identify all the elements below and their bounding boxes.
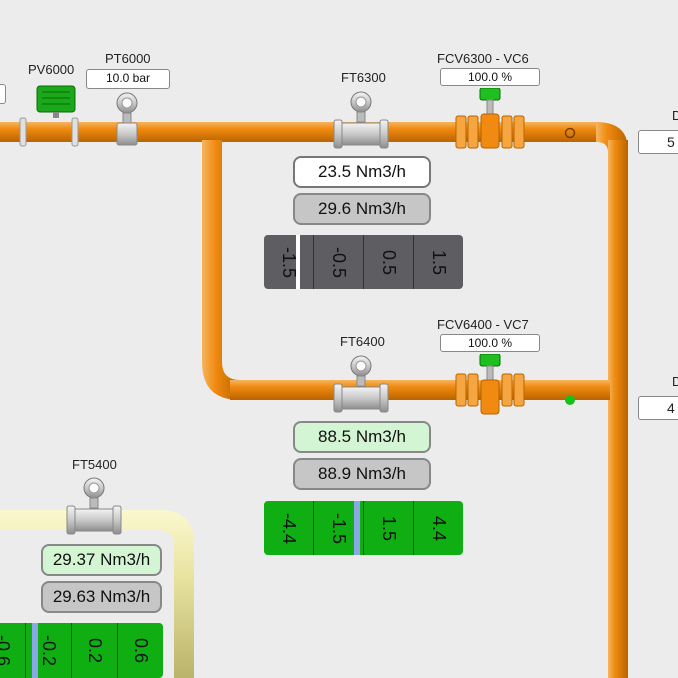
pt6000-value[interactable]: 10.0 bar xyxy=(86,69,170,89)
yellow-pipe xyxy=(0,510,194,678)
fcv6400-output[interactable]: 100.0 % xyxy=(440,334,540,352)
right-edge-top-value[interactable]: 5 xyxy=(638,130,678,154)
pressure-transmitter-icon[interactable] xyxy=(112,92,142,148)
ft5400-tag: FT5400 xyxy=(72,457,117,472)
ft5400-deviation-marker xyxy=(32,623,38,678)
control-valve-fcv6400-icon[interactable] xyxy=(476,353,504,416)
ft6400-scale-tick: 1.5 xyxy=(363,501,413,555)
ft6300-scale-tick: 1.5 xyxy=(413,235,463,289)
ft6300-deviation-marker xyxy=(296,235,300,289)
control-valve-fcv6300-icon[interactable] xyxy=(476,87,504,150)
ft6300-setpoint-value[interactable]: 29.6 Nm3/h xyxy=(293,193,431,225)
ft6400-scale-tick: -1.5 xyxy=(313,501,363,555)
ft5400-deviation-bar: -0.6 -0.2 0.2 0.6 xyxy=(0,623,163,678)
ft5400-setpoint-value[interactable]: 29.63 Nm3/h xyxy=(41,581,162,613)
ft5400-scale-tick: 0.2 xyxy=(71,623,117,678)
ft6300-scale-tick: -1.5 xyxy=(279,246,299,278)
fcv6400-tag: FCV6400 - VC7 xyxy=(437,317,529,332)
ft6400-process-value[interactable]: 88.5 Nm3/h xyxy=(293,421,431,453)
ft6400-scale-tick: 4.4 xyxy=(413,501,463,555)
ft6400-setpoint-value[interactable]: 88.9 Nm3/h xyxy=(293,458,431,490)
ft6300-tag: FT6300 xyxy=(341,70,386,85)
pt6000-tag: PT6000 xyxy=(105,51,151,66)
ft6300-scale-tick: -0.5 xyxy=(313,235,363,289)
left-edge-value-box[interactable] xyxy=(0,84,6,104)
ft5400-scale-tick: -0.2 xyxy=(25,623,71,678)
fcv6300-output[interactable]: 100.0 % xyxy=(440,68,540,86)
right-edge-bottom-tag: D xyxy=(672,374,678,389)
ft5400-scale-tick: 0.6 xyxy=(117,623,163,678)
ft5400-scale-tick: -0.6 xyxy=(0,634,13,667)
flow-transmitter-ft6300-icon[interactable] xyxy=(332,91,392,149)
flow-transmitter-ft5400-icon[interactable] xyxy=(65,477,125,537)
ft6300-scale-tick: 0.5 xyxy=(363,235,413,289)
right-edge-bottom-value[interactable]: 4 xyxy=(638,396,678,420)
flow-transmitter-ft6400-icon[interactable] xyxy=(332,355,392,415)
ft6400-deviation-marker xyxy=(354,501,360,555)
ft6300-process-value[interactable]: 23.5 Nm3/h xyxy=(293,156,431,188)
ft6400-tag: FT6400 xyxy=(340,334,385,349)
ft6400-deviation-bar: -4.4 -1.5 1.5 4.4 xyxy=(264,501,463,555)
actuator-valve-icon[interactable] xyxy=(36,84,76,118)
ft6400-scale-tick: -4.4 xyxy=(279,512,299,544)
pv6000-tag: PV6000 xyxy=(28,62,75,77)
ft6300-deviation-bar: -1.5 -0.5 0.5 1.5 xyxy=(264,235,463,289)
ft5400-process-value[interactable]: 29.37 Nm3/h xyxy=(41,544,162,576)
fcv6300-tag: FCV6300 - VC6 xyxy=(437,51,529,66)
right-edge-top-tag: D xyxy=(672,108,678,123)
